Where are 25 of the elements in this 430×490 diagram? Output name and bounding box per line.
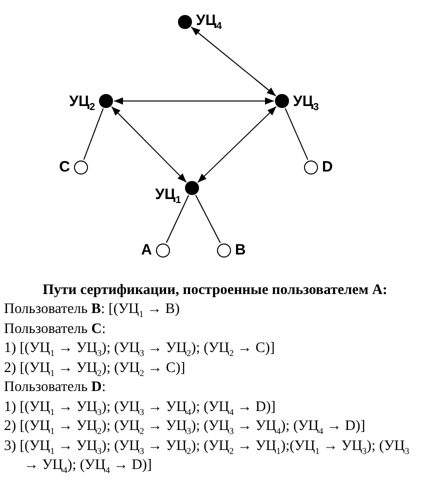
path-text-line: Пользователь C: <box>4 320 107 338</box>
path-text-line: 3) [(УЦ$_{1}$ → УЦ$_{3}$); (УЦ$_{3}$ → УЦ$_{2}$); (УЦ$_{2}$ → УЦ$_{1}$);(УЦ$_{1}$ → УЦ$_{3}$); (УЦ$_{3}$ → УЦ$_{4}$); (УЦ$_{4}$ → D)] <box>4 436 410 476</box>
arrow <box>197 106 277 183</box>
connector-line <box>195 194 221 244</box>
node-label: УЦ$_{4}$ <box>196 12 222 32</box>
node-label: B <box>235 242 246 258</box>
connector-line <box>284 108 308 160</box>
node-label: A <box>141 242 152 258</box>
path-text-line: 1) [(УЦ$_{1}$ → УЦ$_{3}$); (УЦ$_{3}$ → УЦ$_{4}$); (УЦ$_{4}$ → D)] <box>4 398 277 417</box>
arrow <box>111 106 187 183</box>
node-label: УЦ$_{3}$ <box>293 93 319 113</box>
arrow <box>190 26 276 96</box>
connector-line <box>83 108 104 160</box>
node-label: C <box>59 158 70 176</box>
path-text-line: Пользователь D: <box>4 378 107 397</box>
node-label: УЦ$_{1}$ <box>155 186 181 206</box>
section-heading: Пути сертификации, построенные пользователем А: <box>42 282 388 299</box>
connector-line <box>166 194 190 244</box>
path-text-line: Пользователь B: [(УЦ$_{1}$ → B) <box>4 300 181 320</box>
path-text-line: 2) [(УЦ$_{1}$ → УЦ$_{2}$); (УЦ$_{2}$ → УЦ$_{3}$); (УЦ$_{3}$ → УЦ$_{4}$); (УЦ$_{4}$ → D)] <box>4 417 366 436</box>
path-text-line: 2) [(УЦ$_{1}$ → УЦ$_{2}$); (УЦ$_{2}$ → C)] <box>4 358 186 378</box>
arrow <box>114 97 274 105</box>
node-label: D <box>322 158 333 176</box>
node-label: УЦ$_{2}$ <box>69 93 95 113</box>
path-text-line: 1) [(УЦ$_{1}$ → УЦ$_{3}$); (УЦ$_{3}$ → УЦ$_{2}$); (УЦ$_{2}$ → C)] <box>4 339 276 358</box>
